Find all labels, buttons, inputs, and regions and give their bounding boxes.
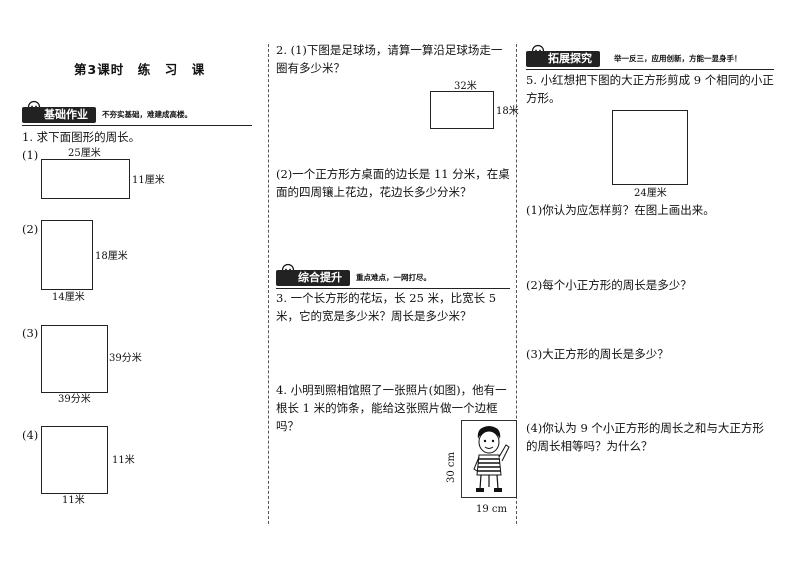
q5-text: 5. 小红想把下图的大正方形剪成 9 个相同的小正方形。 [526, 73, 774, 105]
q1-item-1-num: (1) [22, 148, 39, 162]
column-divider-left [268, 44, 269, 524]
banner-basic: 基础作业 不夯实基础，难建成高楼。 [22, 100, 252, 126]
q1-item-4-num: (4) [22, 428, 39, 442]
q4-text: 4. 小明到照相馆照了一张照片(如图)，他有一根长 1 米的饰条，能给这张照片做… [276, 383, 507, 433]
q1-item-3-num: (3) [22, 326, 39, 340]
q1-item-1-height: 11厘米 [132, 175, 165, 186]
middle-column: 2. (1)下图是足球场，请算一算沿足球场走一圈有多少米？ 32米 18米 (2… [276, 40, 519, 525]
q3-text: 3. 一个长方形的花坛，长 25 米，比宽长 5 米，它的宽是多少米？周长是多少… [276, 291, 497, 323]
banner-explore-label: 拓展探究 [526, 51, 600, 67]
banner-explore: 拓展探究 举一反三，应用创新，方能一显身手！ [526, 44, 774, 70]
q1-item-2-height: 18厘米 [95, 251, 128, 262]
left-column: 第3课时 练 习 课 基础作业 不夯实基础，难建成高楼。 1. 求下面图形的周长… [22, 40, 258, 525]
q5-sub4: (4)你认为 9 个小正方形的周长之和与大正方形的周长相等吗？为什么？ [526, 421, 764, 453]
banner-combined: 综合提升 重点难点，一网打尽。 [276, 263, 510, 289]
column-divider-right [516, 44, 517, 524]
banner-explore-rule [526, 69, 774, 70]
q5-sub1: (1)你认为应怎样剪？在图上画出来。 [526, 203, 715, 217]
q1-item-1-width: 25厘米 [68, 148, 101, 159]
photo-width-label: 19 cm [476, 504, 507, 515]
photo-frame [461, 420, 517, 498]
q1-rect-4 [41, 426, 108, 494]
q1-item-2-num: (2) [22, 222, 39, 236]
big-square-label: 24厘米 [634, 188, 667, 199]
boy-photo-icon [473, 426, 510, 492]
q1-item-4-width: 11米 [62, 495, 85, 506]
banner-basic-label: 基础作业 [22, 107, 96, 123]
q2-field-width: 32米 [454, 81, 477, 92]
q1-item-3-height: 39分米 [109, 353, 142, 364]
q1-rect-3 [41, 325, 108, 393]
q5-sub3: (3)大正方形的周长是多少？ [526, 347, 669, 361]
q1-rect-2 [41, 220, 93, 290]
q5-sub2: (2)每个小正方形的周长是多少？ [526, 278, 692, 292]
big-square [612, 110, 688, 185]
lesson-title: 第3课时 练 习 课 [74, 62, 206, 77]
q1-item-2-width: 14厘米 [52, 292, 85, 303]
banner-basic-note: 不夯实基础，难建成高楼。 [102, 110, 192, 120]
banner-combined-rule [276, 288, 510, 289]
photo-height-label: 30 cm [446, 452, 457, 483]
right-column: 拓展探究 举一反三，应用创新，方能一显身手！ 5. 小红想把下图的大正方形剪成 … [526, 40, 774, 525]
q2-part2: (2)一个正方形方桌面的边长是 11 分米，在桌面的四周镶上花边，花边长多少分米… [276, 167, 510, 199]
banner-basic-rule [22, 125, 252, 126]
q2-part1: 2. (1)下图是足球场，请算一算沿足球场走一圈有多少米？ [276, 43, 503, 75]
q2-field-height: 18米 [496, 106, 519, 117]
q1-item-3-width: 39分米 [58, 394, 91, 405]
q1-rect-1 [41, 159, 130, 199]
football-field-rect [430, 91, 494, 129]
banner-combined-label: 综合提升 [276, 270, 350, 286]
banner-combined-note: 重点难点，一网打尽。 [356, 273, 431, 283]
q1-item-4-height: 11米 [112, 455, 135, 466]
q1-prompt: 1. 求下面图形的周长。 [22, 130, 141, 144]
banner-explore-note: 举一反三，应用创新，方能一显身手！ [614, 54, 742, 64]
